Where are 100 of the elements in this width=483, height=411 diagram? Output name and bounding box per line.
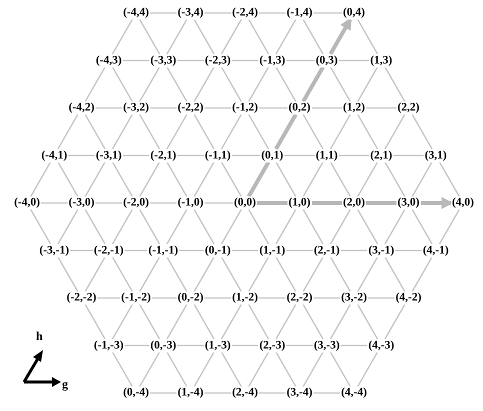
lattice-line: [275, 209, 296, 244]
lattice-line: [248, 114, 270, 150]
lattice-line: [313, 392, 340, 394]
lattice-line: [438, 162, 460, 197]
lattice-point-label: (2,0): [342, 196, 366, 210]
lattice-point-label: (-1,0): [176, 196, 204, 210]
lattice-line: [384, 162, 406, 197]
lattice-point-label: (3,0): [396, 196, 421, 210]
lattice-line: [68, 154, 95, 156]
lattice-line: [302, 114, 324, 150]
lattice-line: [330, 114, 351, 150]
lattice-line: [84, 66, 106, 102]
lattice-point-label: (-1,4): [286, 6, 314, 20]
lattice-line: [330, 256, 351, 292]
lattice-line: [194, 256, 215, 292]
lattice-line: [112, 209, 133, 244]
lattice-line: [84, 256, 106, 292]
lattice-line: [166, 114, 188, 150]
lattice-line: [204, 392, 232, 394]
lattice-point-label: (1,3): [369, 54, 394, 67]
lattice-line: [395, 250, 422, 252]
axis-label: g: [62, 378, 68, 391]
lattice-point-label: (3,-2): [340, 292, 368, 304]
lattice-point-label: (2,-4): [231, 386, 259, 400]
lattice-line: [258, 107, 288, 109]
lattice-line: [340, 344, 368, 346]
lattice-line: [177, 154, 204, 156]
lattice-line: [357, 19, 378, 54]
lattice-line: [412, 114, 433, 150]
lattice-line: [248, 304, 270, 340]
lattice-line: [177, 344, 204, 346]
lattice-line: [247, 161, 270, 198]
lattice-point-label: (3,-4): [286, 386, 314, 400]
lattice-point-label: (-1,-2): [120, 292, 152, 304]
lattice-line: [248, 256, 270, 292]
lattice-line: [384, 304, 406, 340]
lattice-line: [57, 209, 78, 244]
lattice-line: [232, 344, 258, 346]
lattice-line: [258, 297, 286, 299]
lattice-line: [139, 19, 160, 54]
lattice-line: [139, 352, 160, 387]
lattice-line: [393, 154, 424, 156]
lattice-point-label: (1,-4): [176, 386, 204, 400]
lattice-point-label: (-3,3): [149, 54, 178, 67]
lattice-line: [384, 209, 406, 244]
lattice-line: [194, 19, 215, 54]
lattice-point-label: (-1,2): [231, 102, 259, 114]
lattice-line: [194, 209, 215, 244]
lattice-point-label: (2,2): [396, 102, 421, 114]
lattice-line: [204, 202, 233, 204]
lattice-line: [302, 304, 324, 340]
lattice-line: [232, 250, 258, 252]
lattice-line: [124, 250, 148, 252]
lattice-line: [177, 60, 204, 62]
lattice-line: [220, 209, 242, 244]
lattice-line: [338, 154, 370, 156]
lattice-point-label: (0,2): [287, 102, 312, 114]
lattice-line: [366, 201, 396, 205]
lattice-line: [330, 162, 351, 197]
lattice-line: [330, 304, 351, 340]
lattice-line: [57, 256, 78, 292]
lattice-line: [274, 114, 298, 150]
lattice-line: [248, 19, 270, 54]
lattice-line: [112, 304, 133, 340]
lattice-line: [248, 352, 270, 387]
lattice-line: [302, 19, 324, 54]
lattice-point-label: (-1,-3): [92, 339, 125, 352]
lattice-line: [166, 209, 188, 244]
lattice-line: [139, 304, 160, 340]
lattice-point-label: (-4,0): [13, 196, 41, 210]
lattice-line: [124, 344, 150, 346]
lattice-line: [112, 19, 133, 54]
lattice-line: [150, 107, 177, 109]
lattice-point-label: (-2,-1): [92, 244, 125, 257]
lattice-line: [286, 344, 313, 346]
lattice-line: [57, 162, 78, 197]
lattice-line: [166, 256, 188, 292]
lattice-point-label: (-3,-1): [38, 244, 70, 257]
lattice-point-label: (-1,1): [204, 149, 232, 162]
lattice-line: [112, 114, 133, 150]
lattice-point-label: (-4,4): [122, 6, 150, 20]
lattice-line: [275, 162, 296, 197]
lattice-line: [357, 209, 378, 244]
lattice-point-label: (1,-2): [231, 292, 259, 304]
lattice-line: [258, 392, 286, 394]
lattice-line: [357, 114, 378, 150]
lattice-point-label: (-2,3): [204, 54, 232, 67]
lattice-line: [357, 304, 378, 340]
lattice-point-label: (-2,-2): [66, 292, 98, 304]
lattice-line: [286, 250, 313, 252]
lattice-point-label: (3,1): [424, 149, 448, 162]
lattice-line: [150, 202, 177, 204]
lattice-line: [412, 256, 433, 292]
lattice-line: [258, 12, 286, 14]
lattice-line: [366, 107, 396, 109]
lattice-line: [302, 352, 324, 387]
lattice-line: [166, 352, 188, 387]
lattice-line: [284, 154, 315, 156]
lattice-point-label: (-2,1): [149, 149, 178, 162]
lattice-point-label: (4,0): [450, 196, 476, 210]
